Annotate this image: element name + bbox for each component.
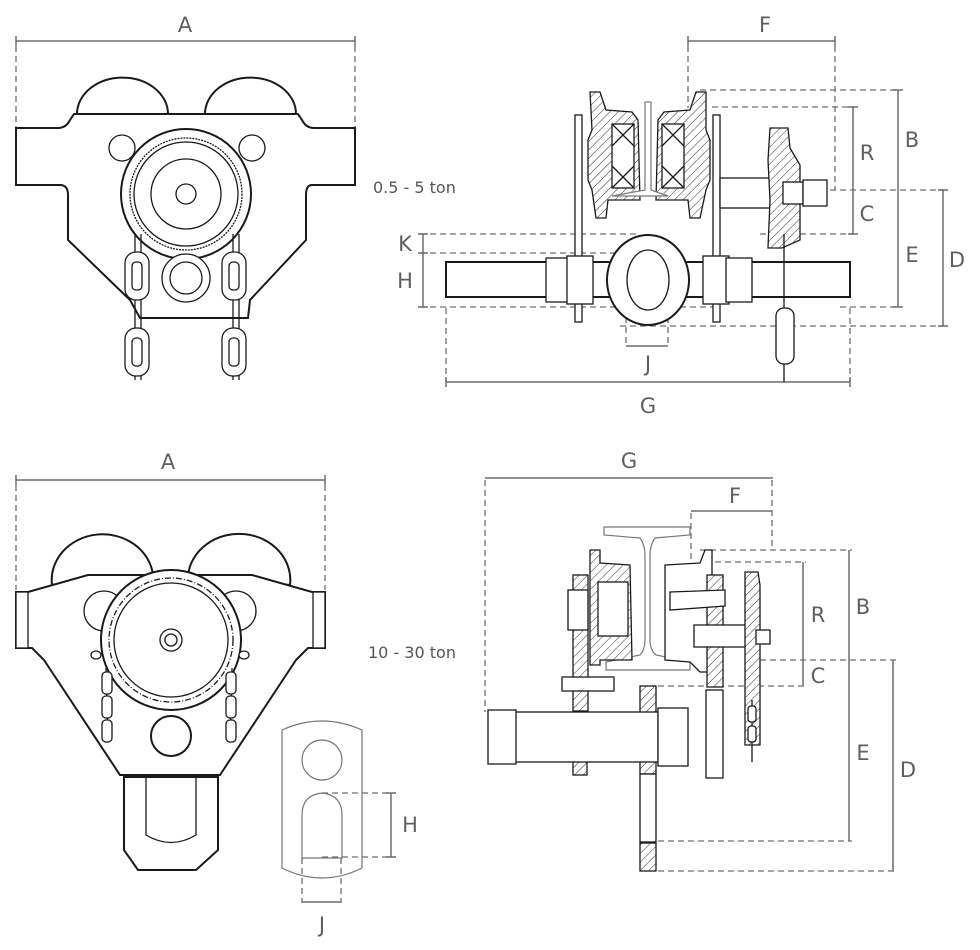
pulley-inner-large <box>113 582 229 698</box>
eye-plate-slot <box>301 792 343 859</box>
hook-shackle <box>123 776 219 871</box>
lower-plate <box>639 773 657 843</box>
label-b-bottom: B <box>856 595 870 619</box>
wheel-left-large <box>50 533 155 587</box>
bar-collar-right <box>702 255 730 305</box>
label-d-bottom: D <box>900 758 916 782</box>
wheel-right-large-section <box>664 549 713 673</box>
nut-cap <box>802 179 828 207</box>
frame-hole-right <box>238 134 266 162</box>
label-e-top: E <box>905 243 918 267</box>
side-bolt <box>561 676 615 692</box>
label-c-bottom: C <box>811 664 826 688</box>
label-e-bottom: E <box>856 741 869 765</box>
guide-block <box>669 589 726 611</box>
eye-plate-detail: H J <box>281 720 418 937</box>
axle-left-large <box>567 589 589 631</box>
side-plate-right <box>712 114 721 323</box>
frame-end-left <box>15 591 29 649</box>
label-r-bottom: R <box>811 603 826 627</box>
pulley-hub <box>150 158 222 230</box>
label-d-top: D <box>949 248 965 272</box>
label-a-bottom: A <box>161 450 176 474</box>
hub-end-nut <box>487 709 517 765</box>
frame-hole-left <box>108 134 136 162</box>
lower-plate-end <box>639 842 657 872</box>
label-k: K <box>398 232 413 256</box>
label-h-bottom: H <box>402 813 418 837</box>
label-j-top: J <box>643 352 651 376</box>
label-h-top: H <box>397 269 413 293</box>
beam-section <box>611 101 669 197</box>
pulley-inner <box>133 141 239 247</box>
bar-nut-right <box>725 257 753 303</box>
hub-tube <box>512 711 659 763</box>
pulley-outer-large <box>100 569 242 711</box>
lower-hole-outer <box>161 253 211 303</box>
eye-plate-hole <box>301 739 343 781</box>
hub-collar <box>657 707 689 767</box>
large-trolley-side-view: G F B R C E D <box>484 449 916 872</box>
pulley-ring <box>129 137 243 251</box>
label-a: A <box>178 13 193 37</box>
small-trolley-side-view: F B R C E D K H J <box>397 13 965 418</box>
label-r-top: R <box>860 141 875 165</box>
lower-hole-inner <box>169 261 203 295</box>
label-f-bottom: F <box>729 484 741 508</box>
label-b-top: B <box>905 128 919 152</box>
bearing-right <box>661 123 685 189</box>
hook-eye <box>606 234 690 326</box>
pulley-axle-nut <box>164 633 178 647</box>
label-f-top: F <box>759 13 771 37</box>
i-beam <box>603 526 691 671</box>
lower-hole-large <box>150 715 192 757</box>
hand-chain-large-side <box>747 700 757 762</box>
nut <box>782 181 804 205</box>
label-j-bottom: J <box>317 913 325 937</box>
wheel-left <box>75 76 170 115</box>
label-c-top: C <box>860 202 875 226</box>
large-trolley-front-view: A <box>15 450 326 871</box>
shackle-slot <box>145 777 197 844</box>
hand-chain-left <box>124 234 150 380</box>
wheel-right <box>203 76 298 115</box>
nut-large <box>755 629 771 645</box>
hand-wheel-large <box>744 571 761 746</box>
label-g-bottom: G <box>621 449 637 473</box>
small-trolley-front-view: A <box>15 13 356 380</box>
hand-chain-link <box>775 307 795 365</box>
hand-chain-right-large <box>225 667 237 743</box>
hub-flange <box>705 689 724 779</box>
label-g-top: G <box>640 394 656 418</box>
bar-collar-left <box>566 255 594 305</box>
frame-end-right <box>312 591 326 649</box>
pulley-ring-large <box>108 577 234 703</box>
hand-chain-left-large <box>101 667 113 743</box>
pulley-axle-large <box>159 628 183 652</box>
bearing-left-large <box>597 581 629 637</box>
bearing-left <box>611 123 635 189</box>
wheel-right-large <box>186 532 292 587</box>
side-plate-left <box>574 114 583 323</box>
capacity-label-small: 0.5 - 5 ton <box>373 178 456 197</box>
hook-eye-hole <box>626 249 670 311</box>
hand-chain-right <box>221 234 247 380</box>
capacity-label-large: 10 - 30 ton <box>368 643 456 662</box>
dimension-a-top: A <box>15 13 356 127</box>
pulley-axle <box>175 183 197 205</box>
